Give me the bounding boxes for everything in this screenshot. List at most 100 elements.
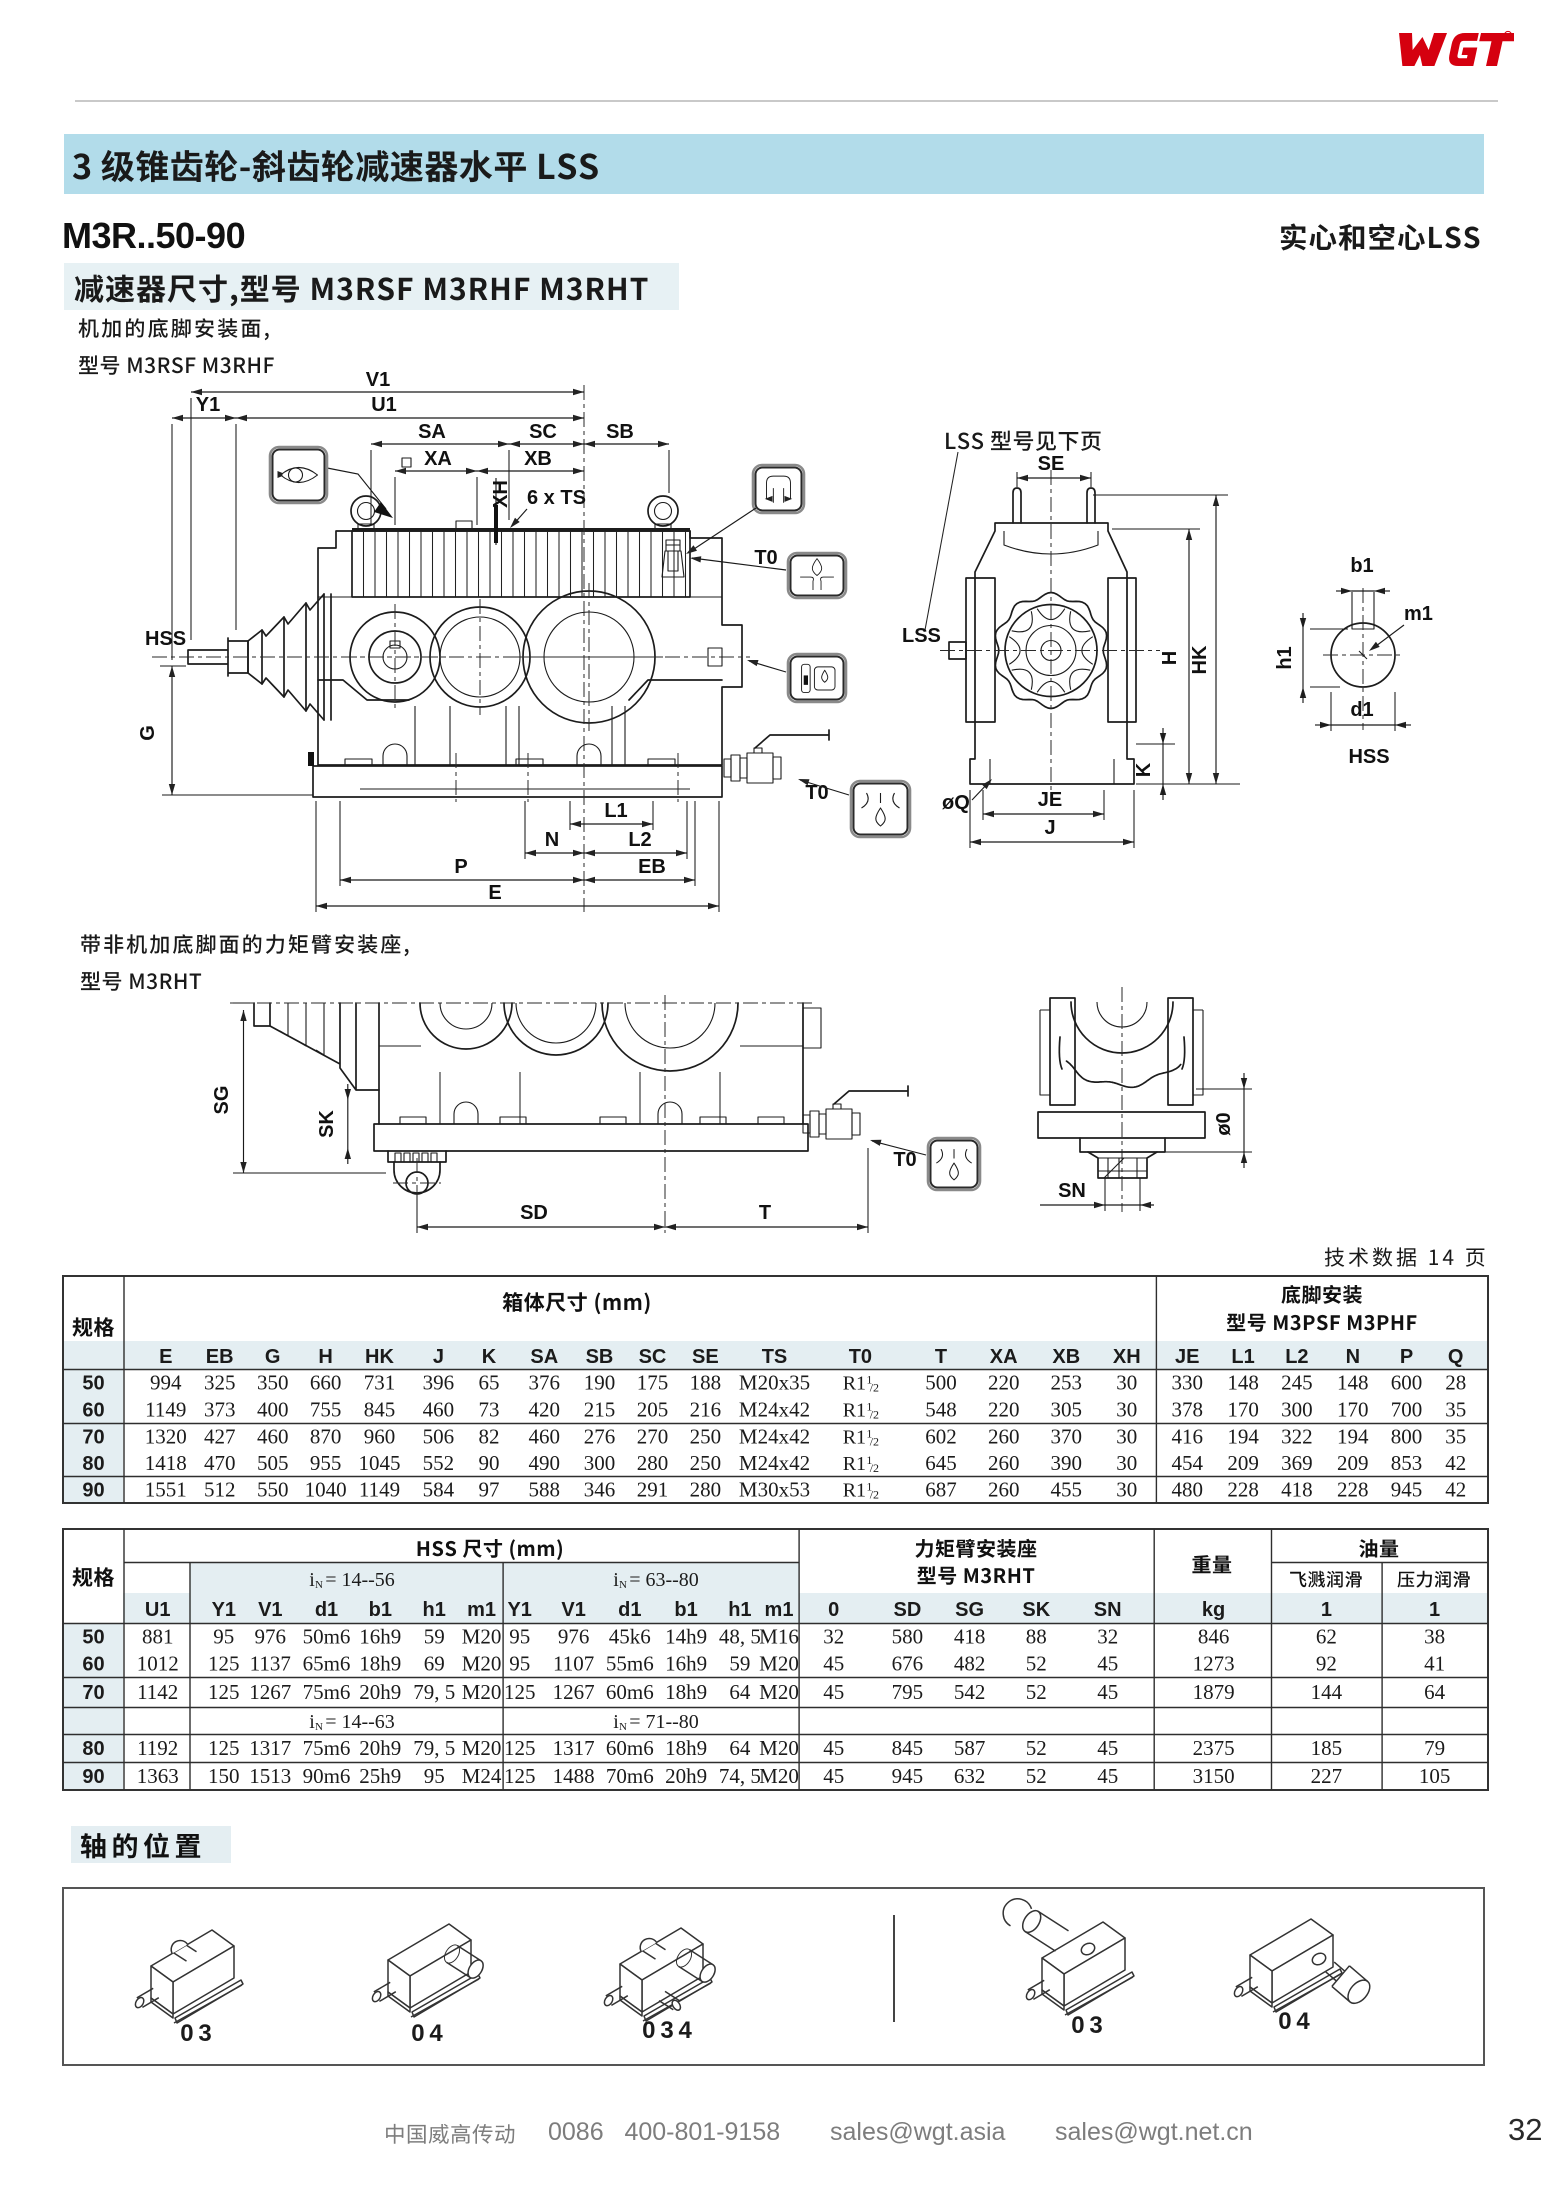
svg-text:95: 95 bbox=[424, 1764, 445, 1788]
svg-text:0 4: 0 4 bbox=[1278, 2008, 1310, 2035]
svg-text:144: 144 bbox=[1311, 1680, 1343, 1704]
svg-text:R1: R1 bbox=[843, 1373, 866, 1395]
svg-text:260: 260 bbox=[988, 1478, 1020, 1502]
svg-text:SN: SN bbox=[1058, 1180, 1086, 1202]
svg-text:35: 35 bbox=[1445, 1398, 1466, 1422]
svg-text:205: 205 bbox=[637, 1398, 669, 1422]
svg-text:190: 190 bbox=[584, 1371, 616, 1395]
svg-text:90: 90 bbox=[82, 1480, 104, 1502]
svg-text:N: N bbox=[545, 829, 559, 851]
svg-text:370: 370 bbox=[1051, 1425, 1083, 1449]
svg-text:48, 5: 48, 5 bbox=[719, 1625, 761, 1649]
svg-text:500: 500 bbox=[925, 1371, 957, 1395]
svg-text:M20: M20 bbox=[759, 1680, 799, 1704]
svg-text:Y1: Y1 bbox=[212, 1599, 236, 1621]
svg-text:845: 845 bbox=[892, 1736, 924, 1760]
svg-text:XB: XB bbox=[524, 448, 552, 470]
svg-text:390: 390 bbox=[1051, 1451, 1083, 1475]
svg-text:95: 95 bbox=[509, 1652, 530, 1676]
svg-text:45: 45 bbox=[1097, 1680, 1118, 1704]
svg-text:SK: SK bbox=[316, 1110, 338, 1138]
svg-text:346: 346 bbox=[584, 1478, 616, 1502]
svg-text:587: 587 bbox=[954, 1736, 986, 1760]
svg-text:1: 1 bbox=[866, 1480, 872, 1494]
svg-text:1: 1 bbox=[866, 1373, 872, 1387]
svg-text:28: 28 bbox=[1445, 1371, 1466, 1395]
svg-text:291: 291 bbox=[637, 1478, 669, 1502]
svg-text:SD: SD bbox=[894, 1599, 922, 1621]
svg-text:i: i bbox=[613, 1711, 619, 1733]
svg-text:300: 300 bbox=[584, 1451, 616, 1475]
svg-text:542: 542 bbox=[954, 1680, 986, 1704]
svg-text:M20: M20 bbox=[759, 1764, 799, 1788]
svg-text:T: T bbox=[935, 1346, 947, 1368]
svg-text:6 x TS: 6 x TS bbox=[527, 487, 586, 509]
svg-text:209: 209 bbox=[1227, 1451, 1259, 1475]
svg-text:74, 5: 74, 5 bbox=[719, 1764, 761, 1788]
svg-text:245: 245 bbox=[1281, 1371, 1313, 1395]
svg-text:490: 490 bbox=[529, 1451, 561, 1475]
svg-text:R1: R1 bbox=[843, 1480, 866, 1502]
svg-text:32: 32 bbox=[823, 1625, 844, 1649]
svg-text:125: 125 bbox=[504, 1736, 536, 1760]
svg-text:59: 59 bbox=[729, 1652, 750, 1676]
svg-text:kg: kg bbox=[1202, 1599, 1225, 1621]
svg-text:1: 1 bbox=[1321, 1599, 1332, 1621]
svg-text:V1: V1 bbox=[366, 369, 390, 391]
svg-text:632: 632 bbox=[954, 1764, 986, 1788]
svg-text:550: 550 bbox=[257, 1478, 289, 1502]
svg-text:396: 396 bbox=[423, 1371, 455, 1395]
svg-text:M24x42: M24x42 bbox=[739, 1451, 810, 1475]
svg-text:/2: /2 bbox=[870, 1408, 879, 1422]
svg-text:602: 602 bbox=[925, 1425, 957, 1449]
svg-text:1267: 1267 bbox=[249, 1680, 291, 1704]
svg-text:= 63--80: = 63--80 bbox=[629, 1569, 699, 1591]
svg-text:45: 45 bbox=[823, 1652, 844, 1676]
svg-text:95: 95 bbox=[509, 1625, 530, 1649]
svg-text:90: 90 bbox=[82, 1766, 104, 1788]
svg-text:J: J bbox=[433, 1346, 444, 1368]
svg-text:75m6: 75m6 bbox=[303, 1736, 351, 1760]
svg-text:260: 260 bbox=[988, 1425, 1020, 1449]
svg-text:845: 845 bbox=[364, 1398, 396, 1422]
svg-text:400: 400 bbox=[257, 1398, 289, 1422]
svg-text:SK: SK bbox=[1022, 1599, 1050, 1621]
svg-text:1: 1 bbox=[866, 1400, 872, 1414]
svg-text:G: G bbox=[265, 1346, 281, 1368]
svg-text:20h9: 20h9 bbox=[359, 1680, 401, 1704]
svg-text:700: 700 bbox=[1391, 1398, 1423, 1422]
svg-text:41: 41 bbox=[1424, 1652, 1445, 1676]
svg-text:97: 97 bbox=[479, 1478, 500, 1502]
svg-text:R1: R1 bbox=[843, 1400, 866, 1422]
svg-text:228: 228 bbox=[1227, 1478, 1259, 1502]
svg-text:XA: XA bbox=[424, 448, 452, 470]
svg-text:2375: 2375 bbox=[1193, 1736, 1235, 1760]
svg-text:416: 416 bbox=[1171, 1425, 1203, 1449]
svg-text:460: 460 bbox=[529, 1425, 561, 1449]
svg-text:59: 59 bbox=[424, 1625, 445, 1649]
svg-text:U1: U1 bbox=[145, 1599, 171, 1621]
svg-text:M20: M20 bbox=[759, 1652, 799, 1676]
svg-text:376: 376 bbox=[529, 1371, 561, 1395]
svg-text:N: N bbox=[1346, 1346, 1360, 1368]
svg-text:ø0: ø0 bbox=[1213, 1112, 1235, 1135]
svg-text:660: 660 bbox=[310, 1371, 342, 1395]
svg-text:600: 600 bbox=[1391, 1371, 1423, 1395]
svg-text:870: 870 bbox=[310, 1425, 342, 1449]
svg-text:455: 455 bbox=[1051, 1478, 1083, 1502]
svg-text:60m6: 60m6 bbox=[606, 1680, 654, 1704]
svg-text:280: 280 bbox=[637, 1451, 669, 1475]
svg-text:HK: HK bbox=[365, 1346, 394, 1368]
svg-text:V1: V1 bbox=[561, 1599, 585, 1621]
svg-text:1: 1 bbox=[866, 1453, 872, 1467]
svg-text:60: 60 bbox=[82, 1400, 104, 1422]
svg-text:994: 994 bbox=[150, 1371, 182, 1395]
svg-text:45: 45 bbox=[1097, 1736, 1118, 1760]
svg-text:H: H bbox=[1159, 651, 1181, 665]
svg-text:584: 584 bbox=[423, 1478, 455, 1502]
svg-text:795: 795 bbox=[892, 1680, 924, 1704]
svg-text:1149: 1149 bbox=[145, 1398, 186, 1422]
svg-text:1488: 1488 bbox=[553, 1764, 595, 1788]
svg-text:228: 228 bbox=[1337, 1478, 1369, 1502]
svg-text:45: 45 bbox=[823, 1764, 844, 1788]
